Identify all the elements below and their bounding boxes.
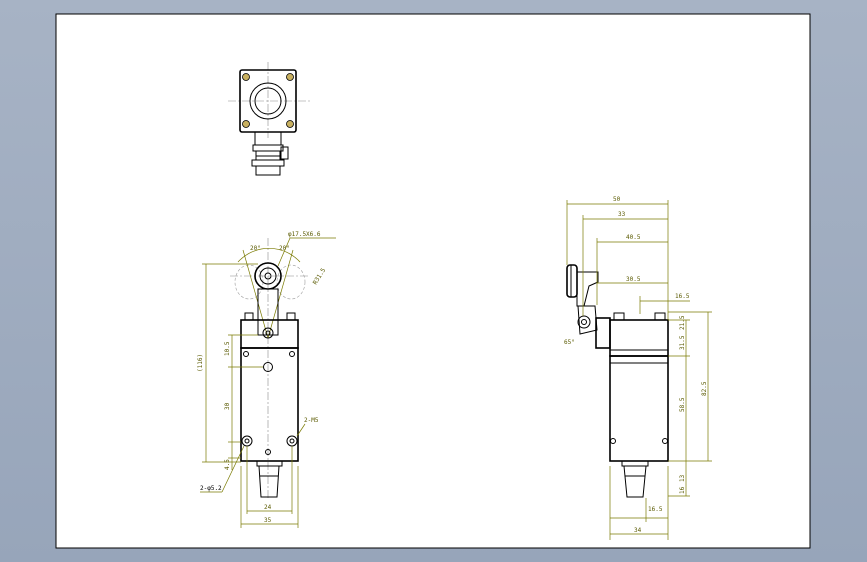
dim-left-upper-label: 10.5 xyxy=(224,341,231,356)
side-dim-bottom-outer: 34 xyxy=(634,527,642,534)
width-inner-label: 24 xyxy=(264,504,272,511)
side-dim-40: 40.5 xyxy=(626,234,641,241)
side-dim-50: 50 xyxy=(613,196,621,203)
screw-icon xyxy=(286,120,294,128)
front-view: φ17.5X6.6 20° 20° R31.5 (116) 10.5 30 4.… xyxy=(197,231,336,528)
side-view: 50 33 40.5 30.5 16.5 21.5 31.5 58.5 82.5… xyxy=(564,196,712,540)
side-dim-58: 58.5 xyxy=(679,397,686,412)
dim-left-mid-label: 30 xyxy=(224,402,231,410)
side-angle-label: 65° xyxy=(564,339,575,346)
side-dim-31: 31.5 xyxy=(679,335,686,350)
side-dim-16: 16 xyxy=(679,486,686,494)
mount-hole-label: 2-φ5.2 xyxy=(200,485,222,492)
side-dim-bottom-inner: 16.5 xyxy=(648,506,663,513)
side-dim-21: 21.5 xyxy=(679,315,686,330)
screw-icon xyxy=(242,120,250,128)
roller-label: φ17.5X6.6 xyxy=(288,231,321,238)
width-outer-label: 35 xyxy=(264,517,272,524)
overall-height-label: (116) xyxy=(197,354,204,372)
side-dim-16-top: 16.5 xyxy=(675,293,690,300)
screw-icon xyxy=(286,73,294,81)
top-view xyxy=(228,62,312,176)
side-dim-30: 30.5 xyxy=(626,276,641,283)
side-dim-33: 33 xyxy=(618,211,626,218)
side-dim-82: 82.5 xyxy=(701,381,708,396)
dim-left-lower-label: 4.5 xyxy=(224,459,231,470)
side-dim-13: 13 xyxy=(679,474,686,482)
screw-icon xyxy=(242,73,250,81)
angle-right-label: 20° xyxy=(279,245,290,252)
hole-label: 2-M5 xyxy=(304,417,319,424)
drawing-sheet xyxy=(55,13,811,549)
angle-left-label: 20° xyxy=(250,245,261,252)
